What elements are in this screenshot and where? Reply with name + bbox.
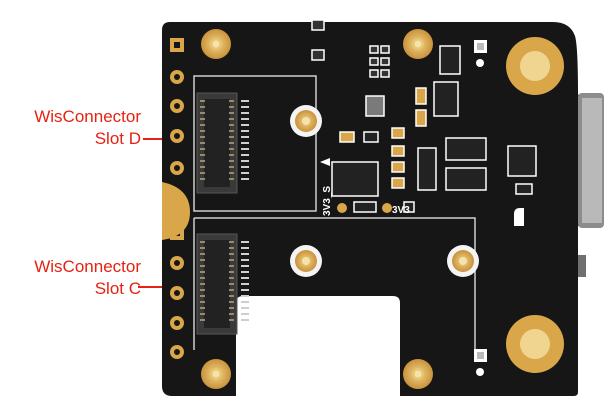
callout-slot-d-label: Slot D (94, 129, 141, 148)
callout-slot-d-title: WisConnector (34, 107, 141, 126)
label-3v3-s: 3V3_S (322, 186, 333, 216)
silk-bracket (498, 208, 524, 226)
usb-edge-connector (578, 93, 604, 277)
slot-d-outline (193, 75, 317, 212)
smd-components (311, 19, 537, 213)
standoff-pads (201, 29, 479, 389)
callout-slot-c: WisConnector Slot C (34, 256, 141, 300)
test-pads (337, 40, 487, 376)
label-3v3: 3V3 (392, 205, 410, 216)
mounting-holes-right (506, 37, 564, 373)
pin1-marker (320, 158, 330, 166)
callout-slot-c-title: WisConnector (34, 257, 141, 276)
wisconnector-slot-c (196, 233, 249, 335)
callout-slot-c-label: Slot C (94, 279, 141, 298)
mounting-hole-left-edge (162, 182, 190, 240)
slot-c-outline (194, 217, 476, 350)
wisconnector-slot-d (196, 92, 249, 194)
callout-slot-d: WisConnector Slot D (34, 106, 141, 150)
